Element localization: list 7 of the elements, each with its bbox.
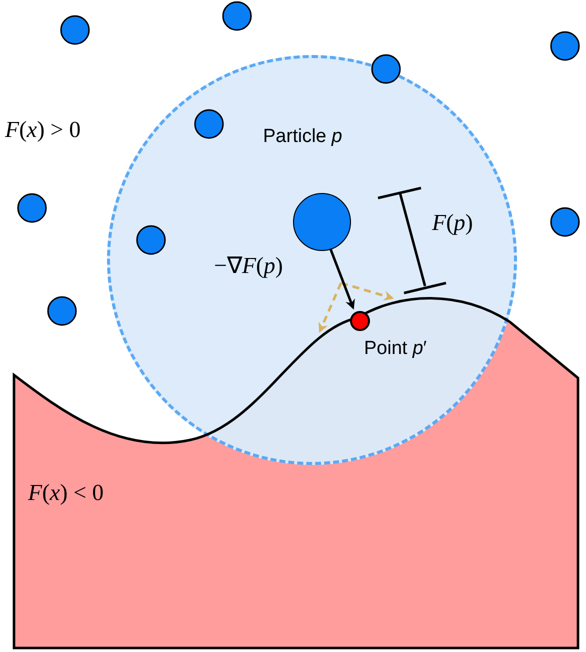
edge-label: −∇F(p) bbox=[214, 252, 283, 279]
region-label: F(x) < 0 bbox=[28, 480, 104, 506]
arrow bbox=[328, 246, 355, 310]
region-label: F(x) > 0 bbox=[5, 117, 81, 143]
point-label: Point p′ bbox=[364, 338, 427, 360]
particle-label: Particle p bbox=[263, 126, 342, 148]
dimension-label: F(p) bbox=[432, 210, 473, 236]
